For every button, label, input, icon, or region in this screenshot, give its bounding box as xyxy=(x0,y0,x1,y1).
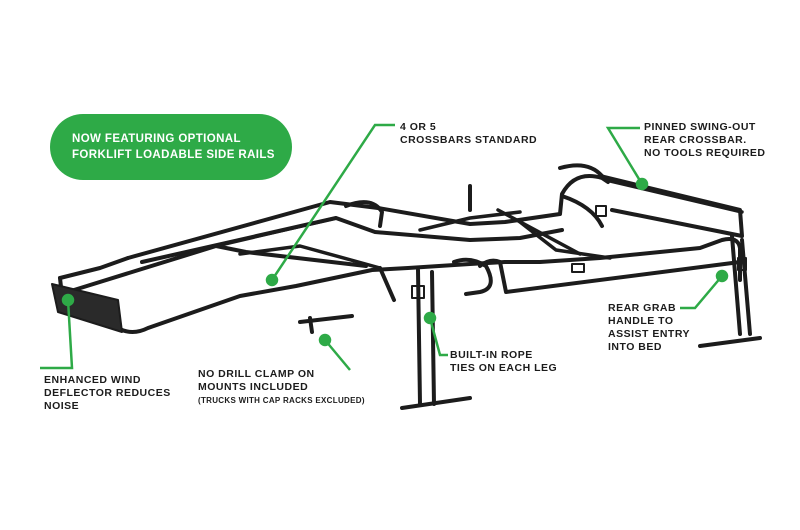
callout-clamp-line-3: (TRUCKS WITH CAP RACKS EXCLUDED) xyxy=(198,396,365,405)
callout-rope-ties-line-1: BUILT-IN ROPE xyxy=(450,349,533,361)
callout-rope-ties-line-2: TIES ON EACH LEG xyxy=(450,362,558,374)
callout-swing-out-line-3: NO TOOLS REQUIRED xyxy=(644,147,766,159)
rack-legs xyxy=(298,184,762,410)
callout-grab-handle-line-3: ASSIST ENTRY xyxy=(608,328,691,340)
crossbars xyxy=(214,178,744,270)
callout-clamp-mounts: NO DRILL CLAMP ON MOUNTS INCLUDED (TRUCK… xyxy=(198,368,365,407)
callout-wind-deflector-line-1: ENHANCED WIND xyxy=(44,374,141,386)
callout-wind-deflector-line-3: NOISE xyxy=(44,400,80,412)
callout-leaders xyxy=(40,123,729,371)
callout-grab-handle: REAR GRAB HANDLE TO ASSIST ENTRY INTO BE… xyxy=(608,302,690,354)
near-side-rail xyxy=(58,237,742,334)
callout-rope-ties: BUILT-IN ROPE TIES ON EACH LEG xyxy=(450,349,557,375)
rope-tie-tabs xyxy=(411,205,747,299)
callout-grab-handle-line-1: REAR GRAB xyxy=(608,302,677,314)
callout-crossbars-line-2: CROSSBARS STANDARD xyxy=(400,134,538,146)
callout-wind-deflector: ENHANCED WIND DEFLECTOR REDUCES NOISE xyxy=(44,374,171,413)
wind-deflector xyxy=(51,283,123,333)
callout-crossbars-line-1: 4 OR 5 xyxy=(400,121,437,133)
callout-crossbars: 4 OR 5 CROSSBARS STANDARD xyxy=(400,121,537,147)
callout-swing-out-line-2: REAR CROSSBAR. xyxy=(644,134,747,146)
callout-clamp-line-2: MOUNTS INCLUDED xyxy=(198,381,309,393)
badge-line-2: FORKLIFT LOADABLE SIDE RAILS xyxy=(72,149,275,161)
callout-clamp-line-1: NO DRILL CLAMP ON xyxy=(198,368,315,380)
callout-swing-out-crossbar: PINNED SWING-OUT REAR CROSSBAR. NO TOOLS… xyxy=(644,121,765,160)
callout-grab-handle-line-2: HANDLE TO xyxy=(608,315,674,327)
badge-line-1: NOW FEATURING OPTIONAL xyxy=(72,133,241,145)
callout-grab-handle-line-4: INTO BED xyxy=(608,341,662,353)
callout-wind-deflector-line-2: DEFLECTOR REDUCES xyxy=(44,387,171,399)
callout-swing-out-line-1: PINNED SWING-OUT xyxy=(644,121,756,133)
feature-badge: NOW FEATURING OPTIONAL FORKLIFT LOADABLE… xyxy=(50,114,292,180)
